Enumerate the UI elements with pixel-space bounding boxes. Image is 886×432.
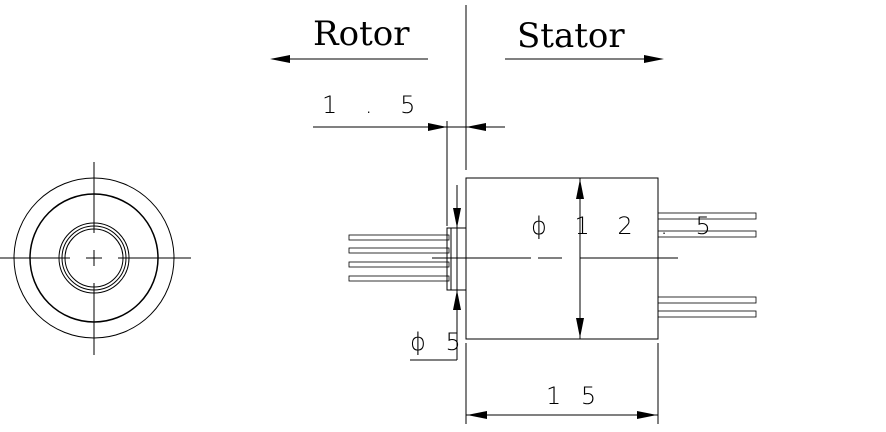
rotor-stator-divider: Rotor Stator [270, 5, 664, 170]
shaft-diameter-arrow-top [453, 208, 461, 228]
stator-wire-red [657, 212, 757, 220]
stator-wires [657, 212, 757, 318]
rotor-shaft: ϕ 5 [410, 185, 467, 361]
stator-label: Stator [517, 16, 625, 56]
shaft-gap-arrow-left [428, 123, 447, 131]
body-length-value: 1 5 [546, 382, 602, 410]
rotor-label: Rotor [313, 14, 410, 54]
length-arrow-left [467, 411, 487, 419]
rotor-wires [348, 234, 450, 282]
stator-wire-purple [657, 310, 757, 318]
rotor-wire-green [348, 247, 450, 254]
body-length-dimension: 1 5 [465, 343, 659, 424]
rotor-wire-blue [348, 261, 450, 268]
stator-wire-blue [657, 296, 757, 304]
end-view [0, 162, 191, 355]
shaft-gap-arrow-right [466, 123, 486, 131]
rotor-wire-purple [348, 275, 450, 282]
shaft-gap-dimension: 1 . 5 [313, 91, 505, 226]
stator-arrow-head [644, 55, 664, 63]
rotor-wire-red [348, 234, 450, 241]
stator-body: ϕ 1 2 . 5 [432, 177, 721, 340]
shaft-diameter-arrow-bottom [453, 290, 461, 310]
body-diameter-value: ϕ 1 2 . 5 [531, 212, 721, 240]
shaft-diameter-value: ϕ 5 [410, 328, 467, 356]
rotor-arrow-head [270, 55, 290, 63]
body-diameter-arrow-bottom [576, 318, 584, 338]
shaft-gap-value: 1 . 5 [322, 91, 425, 119]
stator-wire-green [657, 230, 757, 238]
body-diameter-arrow-top [576, 179, 584, 199]
length-arrow-right [637, 411, 657, 419]
